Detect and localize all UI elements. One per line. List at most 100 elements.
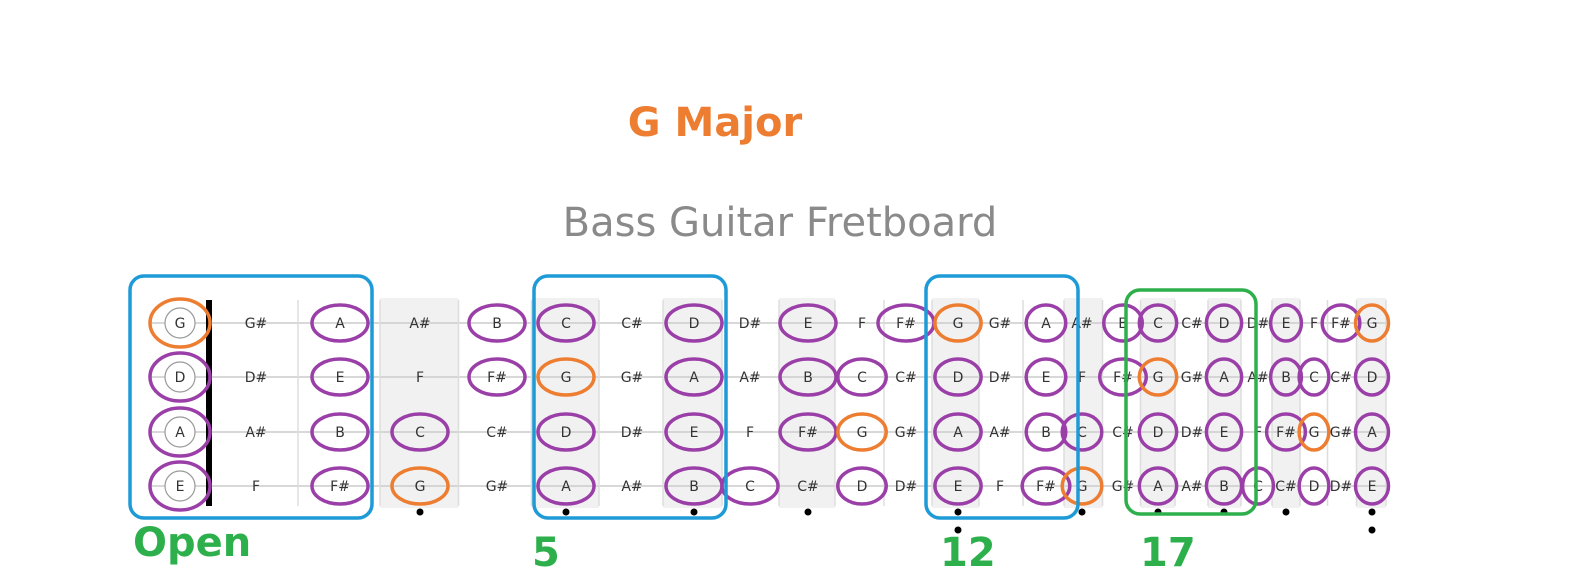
scale-note-marker xyxy=(310,466,370,506)
inlay-dot xyxy=(954,508,962,516)
note-label: E xyxy=(1042,370,1051,386)
note-label: G xyxy=(561,370,572,386)
scale-note-marker xyxy=(148,406,212,458)
note-label: A xyxy=(561,479,571,495)
note-label: F xyxy=(252,479,260,495)
note-label: C xyxy=(745,479,755,495)
scale-note-marker xyxy=(664,412,724,452)
note-label: C# xyxy=(486,425,508,441)
note-label: C# xyxy=(1181,316,1203,332)
note-label: A# xyxy=(1181,479,1202,495)
note-label: F# xyxy=(1331,316,1351,332)
scale-note-marker xyxy=(310,412,370,452)
note-label: D# xyxy=(895,479,918,495)
note-label: F xyxy=(1310,316,1318,332)
inlay-dot xyxy=(1282,508,1290,516)
note-label: A xyxy=(1041,316,1051,332)
note-label: G xyxy=(1077,479,1088,495)
scale-note-marker xyxy=(467,303,527,343)
note-label: C# xyxy=(895,370,917,386)
scale-note-marker xyxy=(1268,303,1304,343)
root-note-marker xyxy=(836,412,888,452)
note-label: B xyxy=(335,425,345,441)
note-label: F# xyxy=(1113,370,1133,386)
note-label: G# xyxy=(1112,479,1135,495)
note-label: E xyxy=(1368,479,1377,495)
scale-note-marker xyxy=(1240,466,1276,506)
note-label: F xyxy=(1078,370,1086,386)
note-label: D# xyxy=(621,425,644,441)
note-label: A# xyxy=(739,370,760,386)
root-note-marker xyxy=(148,297,212,349)
scale-note-marker xyxy=(778,357,838,397)
note-label: G xyxy=(175,316,186,332)
scale-note-marker xyxy=(1204,357,1244,397)
scale-note-marker xyxy=(1024,357,1068,397)
note-label: G# xyxy=(621,370,644,386)
note-label: G xyxy=(415,479,426,495)
note-label: G xyxy=(1309,425,1320,441)
position-label: 12 xyxy=(940,530,996,576)
note-label: D xyxy=(175,370,186,386)
scale-note-marker xyxy=(933,357,983,397)
scale-note-marker xyxy=(536,412,596,452)
scale-note-marker xyxy=(148,460,212,512)
scale-note-marker xyxy=(1297,466,1331,506)
position-label: 5 xyxy=(532,530,560,576)
scale-note-marker xyxy=(1320,303,1362,343)
note-label: C xyxy=(1253,479,1263,495)
root-note-marker xyxy=(1353,303,1391,343)
scale-note-marker xyxy=(836,466,888,506)
inlay-dot xyxy=(562,508,570,516)
note-label: D# xyxy=(989,370,1012,386)
note-label: E xyxy=(336,370,345,386)
note-label: D xyxy=(1367,370,1378,386)
note-label: C# xyxy=(797,479,819,495)
note-label: C xyxy=(1309,370,1319,386)
note-label: C xyxy=(1077,425,1087,441)
scale-note-marker xyxy=(1137,466,1179,506)
inlay-dot xyxy=(1368,526,1376,534)
scale-note-marker xyxy=(1297,357,1331,397)
scale-note-marker xyxy=(1353,412,1391,452)
note-label: C# xyxy=(1112,425,1134,441)
note-label: B xyxy=(1118,316,1128,332)
note-label: A xyxy=(689,370,699,386)
scale-note-marker xyxy=(1137,412,1179,452)
root-note-marker xyxy=(1060,466,1104,506)
scale-note-marker xyxy=(536,303,596,343)
note-label: C xyxy=(415,425,425,441)
note-label: D# xyxy=(739,316,762,332)
note-label: F# xyxy=(798,425,818,441)
scale-note-marker xyxy=(390,412,450,452)
note-label: G xyxy=(1367,316,1378,332)
position-label: Open xyxy=(133,520,252,566)
scale-note-marker xyxy=(536,466,596,506)
note-label: B xyxy=(1041,425,1051,441)
note-label: C# xyxy=(621,316,643,332)
note-label: D xyxy=(561,425,572,441)
note-label: A xyxy=(335,316,345,332)
scale-note-marker xyxy=(1268,357,1304,397)
note-label: G# xyxy=(245,316,268,332)
note-label: A xyxy=(953,425,963,441)
scale-note-marker xyxy=(1353,466,1391,506)
root-note-marker xyxy=(933,303,983,343)
note-label: B xyxy=(492,316,502,332)
inlay-dot xyxy=(690,508,698,516)
scale-note-marker xyxy=(933,412,983,452)
note-label: E xyxy=(1220,425,1229,441)
note-label: D xyxy=(1309,479,1320,495)
note-label: D xyxy=(953,370,964,386)
note-label: C# xyxy=(1275,479,1297,495)
note-label: A xyxy=(1153,479,1163,495)
open-string-circle xyxy=(164,470,196,502)
scale-note-marker xyxy=(1264,412,1308,452)
scale-note-marker xyxy=(1204,412,1244,452)
scale-note-marker xyxy=(1098,357,1148,397)
scale-note-marker xyxy=(1024,303,1068,343)
scale-note-marker xyxy=(778,303,838,343)
diagram-subtitle: Bass Guitar Fretboard xyxy=(562,200,998,246)
note-label: F# xyxy=(896,316,916,332)
note-label: F xyxy=(996,479,1004,495)
